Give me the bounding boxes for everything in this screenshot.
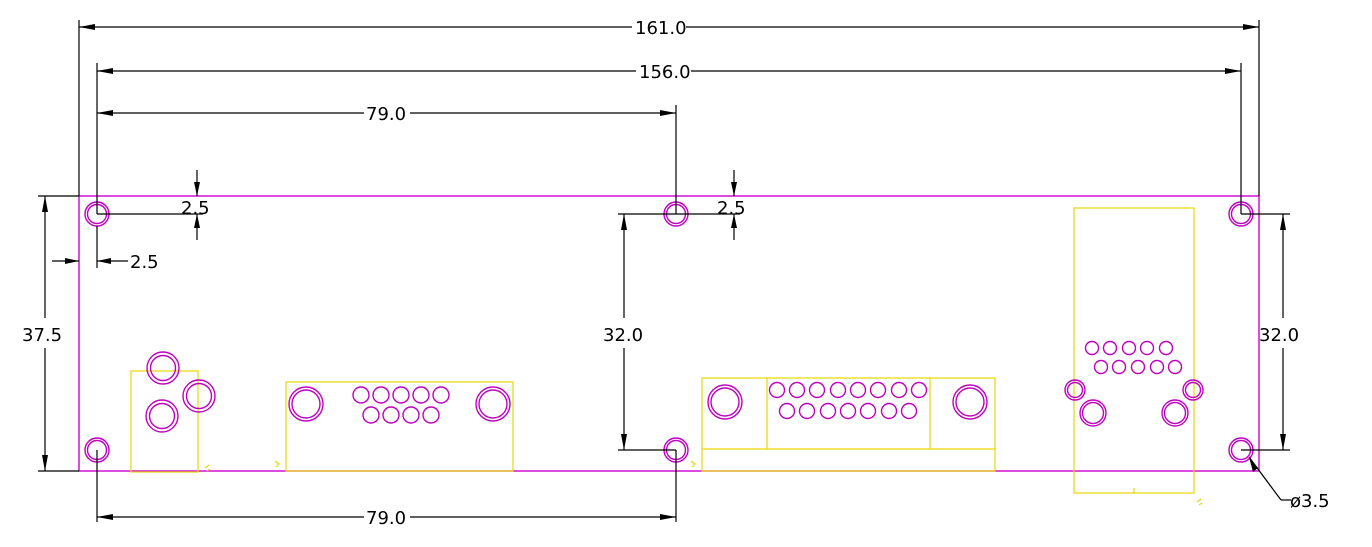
rj45-connector — [1064, 207, 1204, 506]
db15-pins — [768, 381, 928, 420]
db15-connector — [690, 377, 996, 472]
board-outline — [78, 195, 1260, 472]
hole-diameter-label: ø3.5 — [1290, 491, 1330, 512]
power-jack-connector — [130, 351, 216, 473]
overall-height-label: 37.5 — [22, 325, 62, 346]
dimension-hole-pitch-top: 79.0 — [97, 104, 677, 214]
hole-pitch-top-label: 79.0 — [366, 104, 406, 125]
mounting-holes — [84, 201, 1254, 463]
hole-span-width-label: 156.0 — [639, 62, 691, 83]
edge-offset-left-label: 2.5 — [130, 252, 159, 273]
edge-offset-top-middle-label: 2.5 — [717, 198, 746, 219]
dimension-overall-height: 37.5 — [22, 195, 79, 472]
hole-span-height-middle-label: 32.0 — [603, 325, 643, 346]
hole-pitch-bottom-label: 79.0 — [366, 508, 406, 529]
dimension-hole-diameter: ø3.5 — [1248, 456, 1330, 512]
dimension-hole-pitch-bottom: 79.0 — [96, 450, 677, 529]
dimension-edge-offset-top-left: 2.5 — [97, 170, 210, 240]
dimension-hole-span-height-right: 32.0 — [1241, 213, 1299, 451]
rj45-pins — [1084, 340, 1183, 375]
dimension-hole-span-height-middle: 32.0 — [603, 213, 676, 451]
dimension-hole-span-width: 156.0 — [96, 62, 1242, 214]
dimension-edge-offset-top-middle: 2.5 — [676, 170, 746, 240]
dimension-edge-offset-left: 2.5 — [52, 226, 159, 273]
dimension-overall-width: 161.0 — [78, 18, 1260, 196]
edge-offset-top-left-label: 2.5 — [181, 198, 210, 219]
db9-pins — [352, 386, 450, 424]
overall-width-label: 161.0 — [635, 18, 687, 39]
db9-connector — [274, 381, 514, 472]
hole-span-height-right-label: 32.0 — [1259, 325, 1299, 346]
